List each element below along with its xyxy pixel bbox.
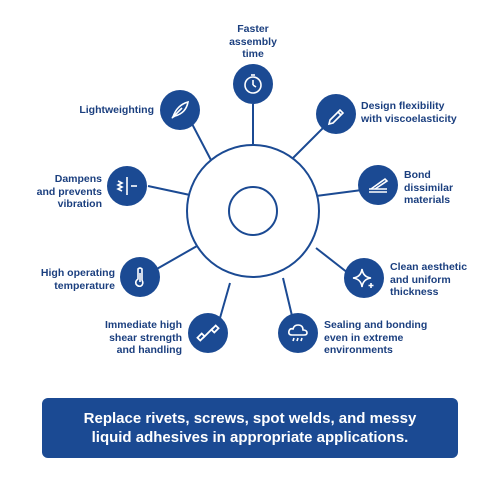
pencil-icon xyxy=(316,94,356,134)
thermometer-icon xyxy=(120,257,160,297)
summary-banner: Replace rivets, screws, spot welds, and … xyxy=(42,398,458,458)
feather-icon xyxy=(160,90,200,130)
label-high-shear: Immediate high shear strength and handli… xyxy=(104,319,182,356)
label-clean-aesthetic: Clean aesthetic and uniform thickness xyxy=(390,261,468,298)
label-bond-dissimilar: Bond dissimilar materials xyxy=(404,169,454,206)
label-sealing-bonding: Sealing and bonding even in extreme envi… xyxy=(324,319,428,356)
cloud-rain-icon xyxy=(278,313,318,353)
label-faster-assembly: Faster assembly time xyxy=(229,23,277,60)
label-dampens-vibration: Dampens and prevents vibration xyxy=(36,173,102,210)
vibration-icon xyxy=(107,166,147,206)
label-design-flexibility: Design flexibility with viscoelasticity xyxy=(361,100,457,125)
layered-material-icon xyxy=(358,165,398,205)
label-high-temperature: High operating temperature xyxy=(40,267,115,292)
hub-inner-ring xyxy=(228,186,278,236)
stopwatch-icon xyxy=(233,64,273,104)
sparkle-icon xyxy=(344,258,384,298)
label-lightweighting: Lightweighting xyxy=(79,104,154,116)
dumbbell-icon xyxy=(188,313,228,353)
